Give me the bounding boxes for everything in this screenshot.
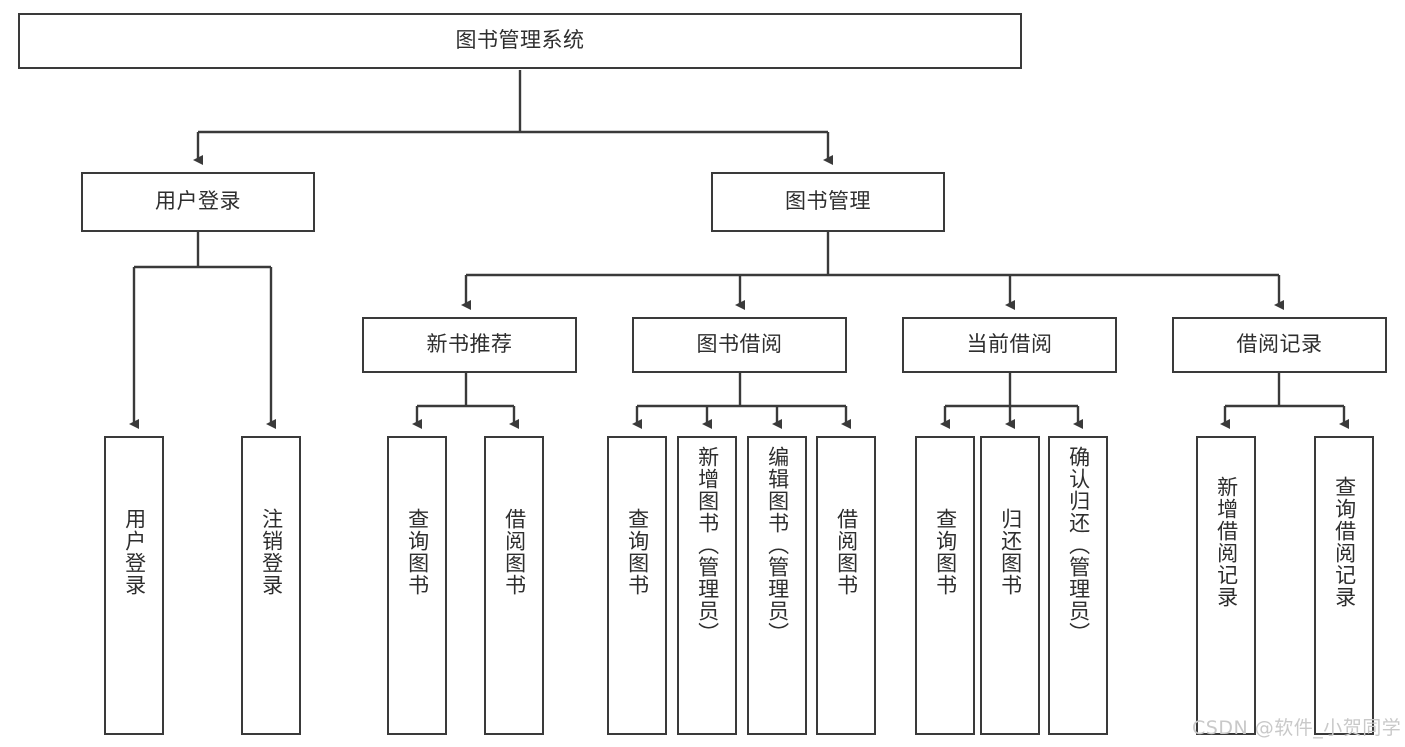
- node-new-book-recommendation[interactable]: 新书推荐: [362, 317, 577, 373]
- node-label: 注销登录: [259, 508, 284, 596]
- leaf-query-books-borrowing[interactable]: 查询图书: [607, 436, 667, 735]
- leaf-add-borrowing-record[interactable]: 新增借阅记录: [1196, 436, 1256, 735]
- node-label: 图书管理: [785, 189, 871, 214]
- node-label: 借阅图书: [502, 508, 527, 596]
- node-label: 新增图书（管理员）: [695, 446, 720, 644]
- node-label: 借阅记录: [1236, 332, 1323, 357]
- leaf-query-books-recommend[interactable]: 查询图书: [387, 436, 447, 735]
- node-label: 查询借阅记录: [1332, 476, 1357, 608]
- node-label: 确认归还（管理员）: [1066, 446, 1091, 644]
- node-label: 查询图书: [625, 508, 650, 596]
- leaf-query-books-current[interactable]: 查询图书: [915, 436, 975, 735]
- leaf-edit-book-admin[interactable]: 编辑图书（管理员）: [747, 436, 807, 735]
- node-book-management[interactable]: 图书管理: [711, 172, 945, 232]
- node-label: 用户登录: [155, 189, 241, 214]
- node-label: 图书管理系统: [455, 28, 585, 53]
- node-label: 查询图书: [405, 508, 430, 596]
- leaf-borrow-books-recommend[interactable]: 借阅图书: [484, 436, 544, 735]
- leaf-add-book-admin[interactable]: 新增图书（管理员）: [677, 436, 737, 735]
- node-label: 借阅图书: [834, 508, 859, 596]
- watermark-text: CSDN @软件_小贺同学: [1192, 717, 1402, 739]
- node-current-borrowing[interactable]: 当前借阅: [902, 317, 1117, 373]
- node-label: 新书推荐: [426, 332, 513, 357]
- leaf-return-books[interactable]: 归还图书: [980, 436, 1040, 735]
- leaf-borrow-books-borrowing[interactable]: 借阅图书: [816, 436, 876, 735]
- leaf-confirm-return-admin[interactable]: 确认归还（管理员）: [1048, 436, 1108, 735]
- node-label: 查询图书: [933, 508, 958, 596]
- node-label: 新增借阅记录: [1214, 476, 1239, 608]
- node-book-management-system[interactable]: 图书管理系统: [18, 13, 1022, 69]
- leaf-logout[interactable]: 注销登录: [241, 436, 301, 735]
- leaf-query-borrowing-record[interactable]: 查询借阅记录: [1314, 436, 1374, 735]
- node-label: 当前借阅: [966, 332, 1053, 357]
- leaf-user-login[interactable]: 用户登录: [104, 436, 164, 735]
- node-borrowing-records[interactable]: 借阅记录: [1172, 317, 1387, 373]
- node-book-borrowing[interactable]: 图书借阅: [632, 317, 847, 373]
- node-label: 归还图书: [998, 508, 1023, 596]
- node-label: 用户登录: [122, 508, 147, 596]
- node-user-login[interactable]: 用户登录: [81, 172, 315, 232]
- node-label: 编辑图书（管理员）: [765, 446, 790, 644]
- node-label: 图书借阅: [696, 332, 783, 357]
